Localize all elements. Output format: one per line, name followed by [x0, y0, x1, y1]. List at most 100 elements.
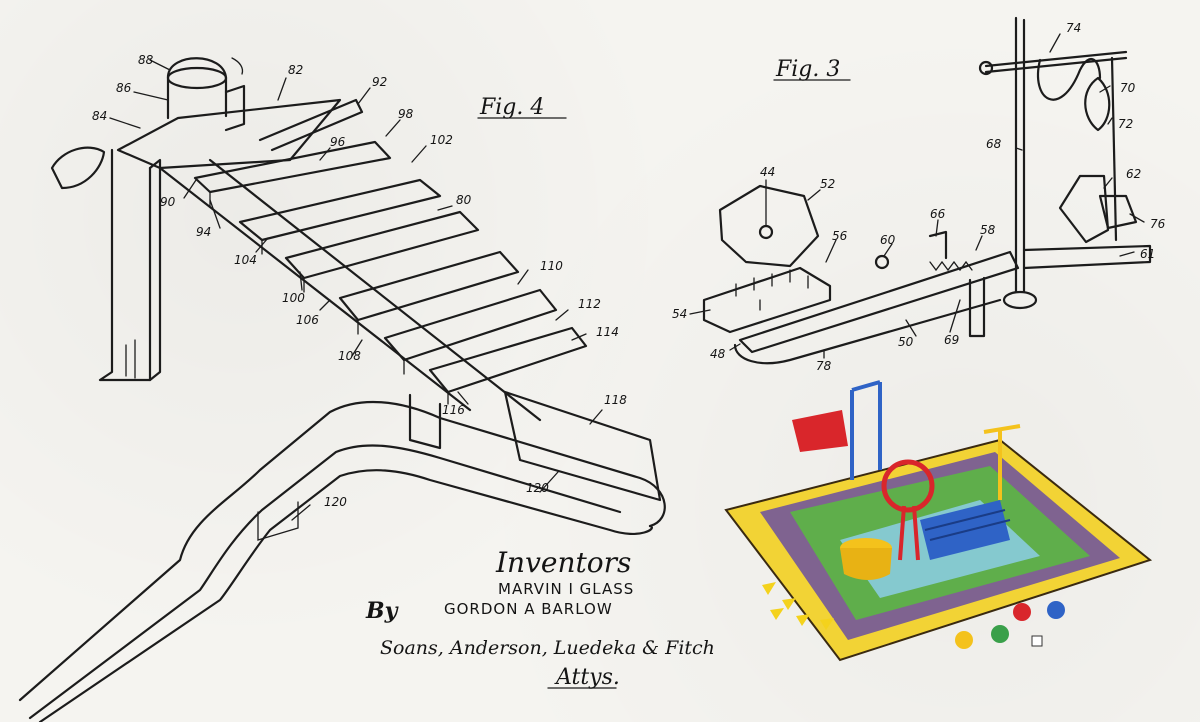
crossbar: [984, 50, 1128, 74]
mouse-pawn-yellow: [955, 631, 973, 649]
ref-61: 61: [1140, 247, 1155, 261]
hanging-cord: [1037, 57, 1102, 101]
inventor-name-2: GORDON A BARLOW: [444, 600, 613, 618]
ref-56: 56: [832, 229, 848, 243]
ref-96: 96: [330, 135, 346, 149]
toy-bathtub: [792, 410, 848, 452]
ref-120-a: 120: [324, 495, 347, 509]
toy-stair-lines: [924, 509, 1011, 541]
ref-78: 78: [816, 359, 832, 373]
post-foot: [125, 339, 136, 379]
dome-rim: [166, 66, 228, 90]
ref-114: 114: [596, 325, 619, 339]
cheese-pieces: [762, 582, 834, 630]
hexagon-plate: [1058, 174, 1110, 244]
ref-52: 52: [820, 177, 835, 191]
ref-60: 60: [880, 233, 896, 247]
channel: [738, 250, 1020, 354]
crank-handle: [50, 146, 106, 190]
weight-bob: [1084, 76, 1111, 132]
ref-102: 102: [430, 133, 453, 147]
mouse-pawn-red: [1013, 603, 1031, 621]
crossbar-knob: [978, 60, 994, 76]
right-rod: [1110, 56, 1118, 242]
boot: [1098, 194, 1138, 230]
ref-92: 92: [372, 75, 387, 89]
toy-cage-post: [983, 424, 1021, 500]
channel-tab: [928, 230, 948, 260]
ref-112: 112: [578, 297, 601, 311]
stair-steps: [193, 140, 588, 405]
ref-70: 70: [1120, 81, 1136, 95]
ref-98: 98: [398, 107, 414, 121]
toy-bowl-body: [840, 548, 892, 580]
ball: [874, 254, 890, 270]
ref-69: 69: [944, 333, 959, 347]
rotation-arrow: [231, 57, 244, 75]
dome-bracket: [224, 84, 246, 132]
spring-post: [968, 276, 986, 338]
ref-120-b: 120: [526, 481, 549, 495]
ref-106: 106: [296, 313, 319, 327]
ref-58: 58: [980, 223, 996, 237]
upright-post: [1014, 16, 1026, 294]
attys-label: Attys.: [554, 665, 620, 690]
mouse-pawn-blue: [1047, 601, 1065, 619]
toy-gear: [881, 459, 935, 513]
ref-110: 110: [540, 259, 563, 273]
ref-116: 116: [442, 403, 465, 417]
ref-44: 44: [760, 165, 775, 179]
game-die: [1031, 635, 1043, 647]
by-label: By: [365, 598, 400, 624]
mouse-pawn-green: [991, 625, 1009, 643]
support-post-side: [148, 158, 162, 382]
dome: [166, 57, 228, 80]
ref-84: 84: [92, 109, 107, 123]
ref-80: 80: [456, 193, 472, 207]
ref-88: 88: [138, 53, 154, 67]
ref-90: 90: [160, 195, 176, 209]
ref-82: 82: [288, 63, 303, 77]
spring: [929, 260, 973, 272]
inventor-name-1: MARVIN I GLASS: [498, 580, 634, 598]
ref-108: 108: [338, 349, 361, 363]
stair-stringer-inner: [208, 158, 542, 422]
ref-72: 72: [1118, 117, 1133, 131]
gear-pegs: [735, 269, 809, 311]
fig4-title: Fig. 4: [479, 95, 544, 120]
ref-66: 66: [930, 207, 946, 221]
fig3-title: Fig. 3: [775, 57, 840, 82]
fig4-leader-lines: [109, 59, 603, 521]
inventor-heading: Inventors: [495, 546, 631, 579]
ref-74: 74: [1066, 21, 1081, 35]
fig3-leader-lines: [689, 33, 1145, 359]
dome-housing: [166, 74, 228, 120]
fig3-drawing: Fig. 3 74 70 72 68 62 76: [672, 16, 1166, 373]
toy-blue-frame: [850, 380, 882, 480]
ref-94: 94: [196, 225, 211, 239]
toy-gear-stand: [898, 505, 920, 561]
ref-86: 86: [116, 81, 132, 95]
top-platform: [116, 98, 342, 170]
ref-50: 50: [898, 335, 914, 349]
lower-gear-plate: [702, 266, 832, 334]
ref-48: 48: [710, 347, 726, 361]
support-post: [98, 148, 152, 382]
ref-76: 76: [1150, 217, 1166, 231]
octagon-gear: [718, 184, 820, 268]
fig4-drawing: 88 86 84 82 92 98 96 102 80 90 94 104 10…: [18, 53, 666, 722]
ref-68: 68: [986, 137, 1002, 151]
ramp: [258, 98, 364, 152]
board-game-photo: [724, 380, 1153, 662]
ref-100: 100: [282, 291, 305, 305]
ref-62: 62: [1126, 167, 1141, 181]
post-base: [1002, 290, 1038, 310]
gear-axle: [758, 224, 774, 240]
ref-104: 104: [234, 253, 257, 267]
upper-base: [1022, 244, 1152, 270]
channel-underside: [733, 298, 1002, 365]
ref-54: 54: [672, 307, 687, 321]
marble-chute: [18, 390, 666, 722]
